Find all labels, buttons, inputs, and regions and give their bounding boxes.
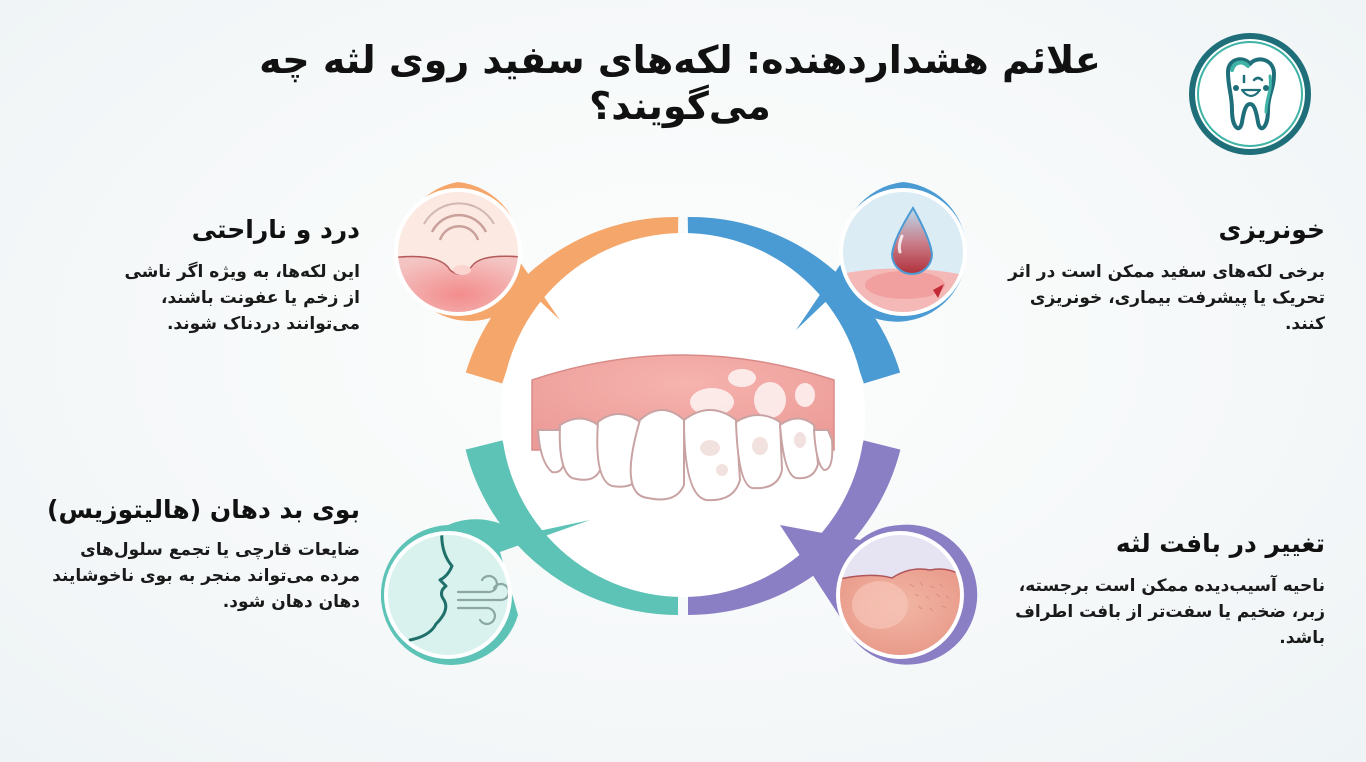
symptom-title: درد و ناراحتی: [191, 215, 360, 244]
callout-pain: [394, 182, 560, 321]
symptom-pain: درد و ناراحتی این لکه‌ها، به ویژه اگر نا…: [120, 214, 360, 338]
symptom-description: ضایعات قارچی یا تجمع سلول‌های مرده می‌تو…: [52, 539, 360, 613]
symptom-description: برخی لکه‌های سفید ممکن است در اثر تحریک …: [1008, 261, 1325, 335]
blood-drop-icon: [843, 192, 963, 312]
callout-bleeding: [796, 182, 967, 330]
symptom-description: این لکه‌ها، به ویژه اگر ناشی از زخم یا ع…: [124, 261, 360, 335]
symptom-title: تغییر در بافت لثه: [1115, 529, 1325, 558]
symptom-description: ناحیه آسیب‌دیده ممکن است برجسته، زبر، ضخ…: [1015, 575, 1325, 649]
callout-tissue-change: [780, 524, 978, 665]
symptom-bad-breath: بوی بد دهان (هالیتوزیس) ضایعات قارچی یا …: [40, 494, 360, 616]
symptom-title: بوی بد دهان (هالیتوزیس): [47, 495, 360, 524]
symptom-title: خونریزی: [1218, 215, 1325, 244]
callout-bad-breath: [380, 519, 590, 665]
ring-segment-teal: [465, 440, 679, 615]
tissue-texture-change-icon: [840, 535, 960, 655]
symptom-tissue-change: تغییر در بافت لثه ناحیه آسیب‌دیده ممکن ا…: [995, 528, 1325, 652]
symptom-bleeding: خونریزی برخی لکه‌های سفید ممکن است در اث…: [995, 214, 1325, 338]
bad-breath-face-icon: [388, 535, 508, 655]
page-title: علائم هشداردهنده: لکه‌های سفید روی لثه چ…: [259, 38, 1101, 128]
smiling-tooth-logo-icon: [1189, 33, 1311, 155]
gum-teeth-illustration: [531, 354, 835, 502]
